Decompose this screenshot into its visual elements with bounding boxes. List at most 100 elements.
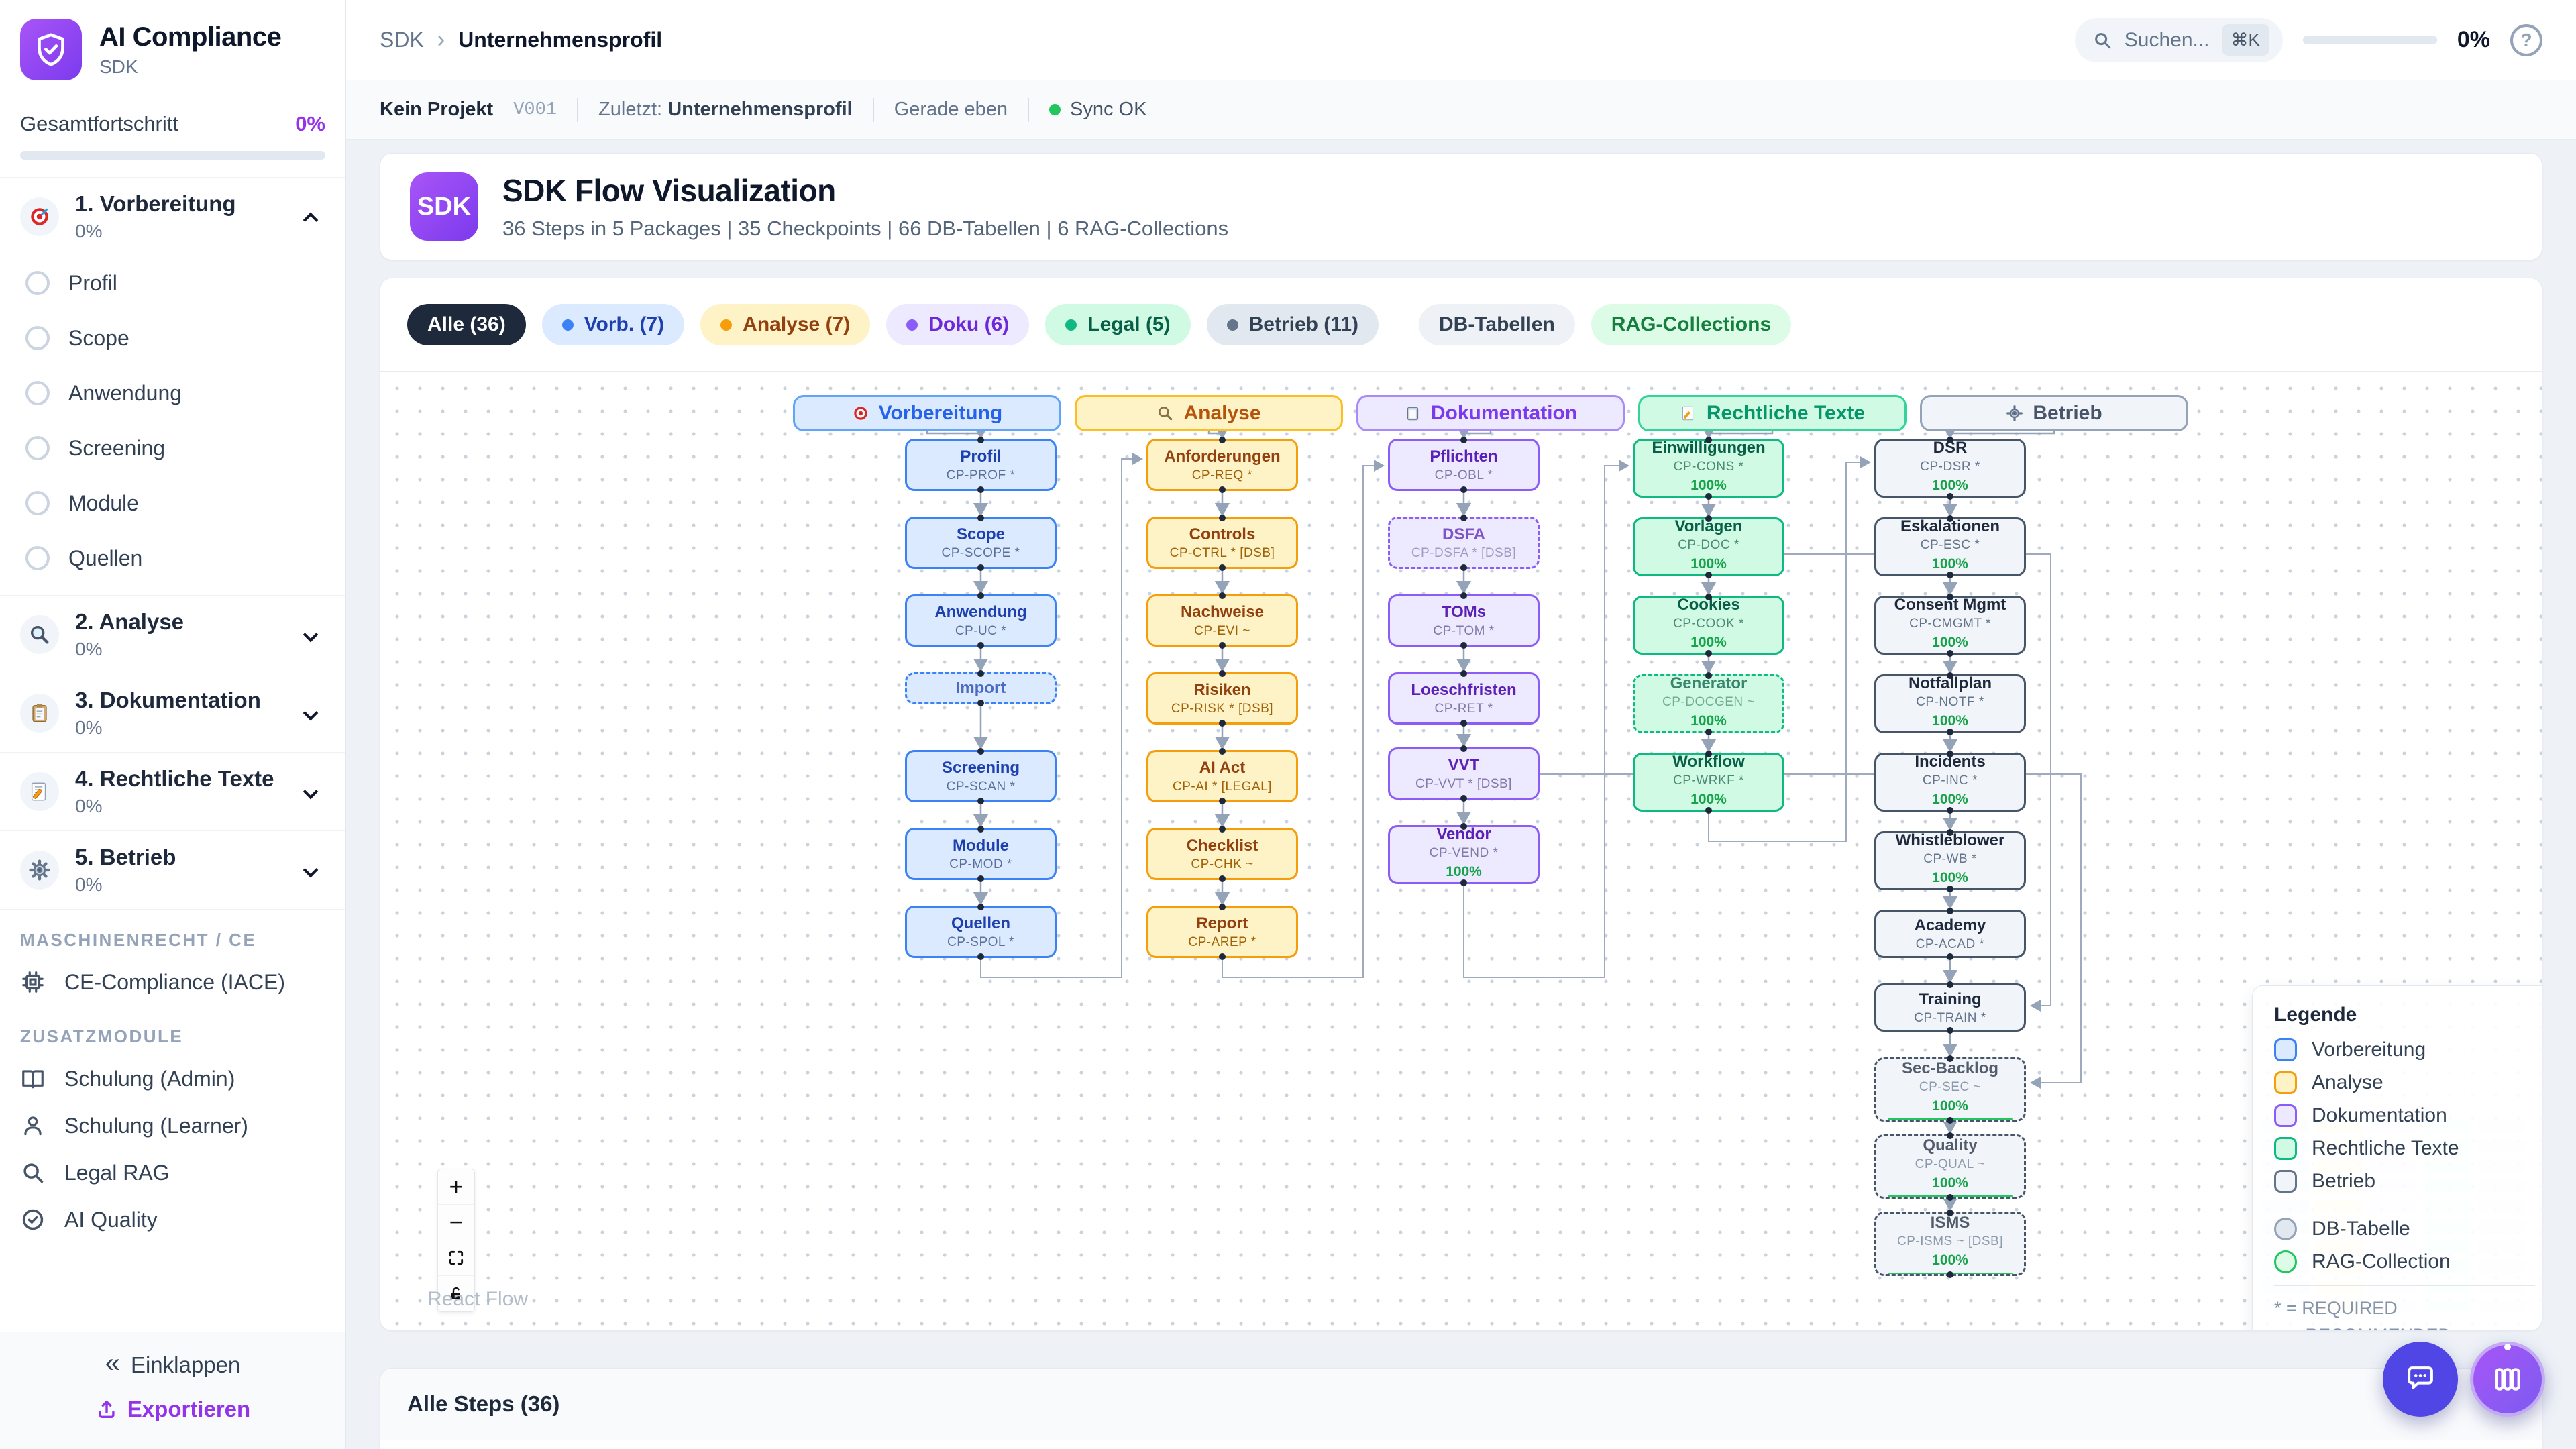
filter-betrieb[interactable]: Betrieb (11) (1206, 304, 1379, 345)
sidebar-item-quellen[interactable]: Quellen (0, 531, 345, 586)
target-icon (854, 407, 867, 420)
react-flow-attribution[interactable]: React Flow (427, 1288, 529, 1310)
sidebar-item-profil[interactable]: Profil (0, 256, 345, 311)
filter-doku[interactable]: Doku (6) (886, 304, 1030, 345)
filter-legal[interactable]: Legal (5) (1045, 304, 1191, 345)
last-value: Unternehmensprofil (667, 99, 853, 120)
group-header-analyse[interactable]: Analyse (1075, 395, 1343, 431)
divider (1028, 97, 1030, 122)
chat-fab-button[interactable] (2383, 1342, 2458, 1417)
phase-subitems: Profil Scope Anwendung Screening Module … (0, 256, 345, 595)
chat-bubble-icon (2408, 1366, 2433, 1389)
chevron-down-icon (303, 627, 319, 643)
flow-edges (926, 425, 2082, 1212)
flow-node-import[interactable]: Import (905, 670, 1057, 706)
search-icon (2094, 32, 2110, 48)
lock-button[interactable] (438, 1276, 474, 1311)
sidebar-item-schulung-admin[interactable]: Schulung (Admin) (0, 1055, 345, 1102)
sidebar-item-legal-rag[interactable]: Legal RAG (0, 1149, 345, 1196)
sidebar-item-schulung-learner[interactable]: Schulung (Learner) (0, 1102, 345, 1149)
group-header-betrieb[interactable]: Betrieb (1920, 395, 2188, 431)
filter-db-tabellen[interactable]: DB-Tabellen (1419, 304, 1575, 345)
sidebar-item-ce-compliance[interactable]: CE-Compliance (IACE) (0, 959, 345, 1006)
sidebar-phase-betrieb[interactable]: 5. Betrieb 0% (0, 831, 345, 909)
all-steps-title: Alle Steps (36) (380, 1368, 2542, 1440)
search-placeholder: Suchen... (2124, 28, 2210, 51)
sidebar-item-ai-quality[interactable]: AI Quality (0, 1196, 345, 1243)
sync-status-dot (1049, 104, 1061, 115)
filter-analyse[interactable]: Analyse (7) (700, 304, 871, 345)
columns-fab-button[interactable] (2470, 1342, 2545, 1417)
divider (2274, 1285, 2535, 1286)
sidebar-item-scope[interactable]: Scope (0, 311, 345, 366)
legend-panel: Legende Vorbereitung Analyse Dokumentati… (2252, 985, 2542, 1330)
all-steps-card: Alle Steps (36) (380, 1368, 2542, 1449)
sidebar-phase-vorbereitung[interactable]: 1. Vorbereitung 0% (0, 178, 345, 256)
zoom-in-button[interactable]: + (438, 1169, 474, 1205)
legend-title: Legende (2274, 1004, 2357, 1026)
filter-rag-collections[interactable]: RAG-Collections (1591, 304, 1792, 345)
radio-circle-icon (25, 436, 50, 460)
filter-vorbereitung[interactable]: Vorb. (7) (541, 304, 685, 345)
radio-circle-icon (25, 491, 50, 515)
section-label-zusatzmodule: ZUSATZMODULE (20, 1026, 184, 1046)
sidebar-phase-analyse[interactable]: 2. Analyse 0% (0, 596, 345, 674)
sidebar-phase-dokumentation[interactable]: 3. Dokumentation 0% (0, 674, 345, 752)
export-button[interactable]: Exportieren (95, 1397, 250, 1422)
sidebar-item-screening[interactable]: Screening (0, 421, 345, 476)
group-header-vorbereitung[interactable]: Vorbereitung (793, 395, 1061, 431)
group-header-rechtliche-texte[interactable]: Rechtliche Texte (1638, 395, 1907, 431)
help-icon[interactable]: ? (2510, 23, 2542, 56)
react-flow-canvas[interactable]: Vorbereitung Analyse Dokumentation Recht… (380, 371, 2542, 1330)
zoom-out-button[interactable]: − (438, 1205, 474, 1240)
fit-view-button[interactable] (438, 1240, 474, 1276)
breadcrumb-current: Unternehmensprofil (458, 28, 663, 52)
breadcrumb-sdk[interactable]: SDK (380, 28, 424, 52)
chevron-down-icon (303, 705, 319, 721)
sidebar-item-module[interactable]: Module (0, 476, 345, 531)
group-header-dokumentation[interactable]: Dokumentation (1356, 395, 1625, 431)
memo-icon (1682, 406, 1693, 421)
sidebar-phase-rechtliche-texte[interactable]: 4. Rechtliche Texte 0% (0, 753, 345, 830)
sidebar-item-anwendung[interactable]: Anwendung (0, 366, 345, 421)
search-button[interactable]: Suchen... ⌘K (2074, 17, 2283, 62)
collapse-sidebar-button[interactable]: « Einklappen (105, 1348, 241, 1378)
filter-all[interactable]: Alle (36) (407, 304, 526, 345)
unlock-icon (451, 1287, 460, 1299)
